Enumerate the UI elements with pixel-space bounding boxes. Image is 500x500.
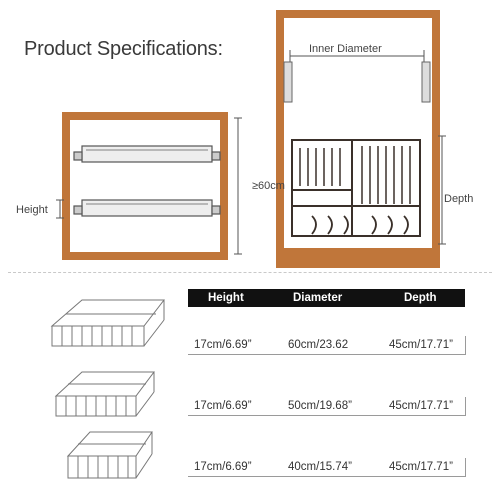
header-height: Height	[208, 292, 244, 304]
cabinet-side-diagram	[276, 10, 446, 268]
header-depth: Depth	[404, 292, 437, 304]
cabinet-front-diagram	[56, 10, 446, 268]
cell-height: 17cm/6.69”	[194, 400, 252, 412]
spec-table-header: Height Diameter Depth	[188, 289, 465, 307]
page-title: Product Specifications:	[24, 38, 223, 60]
spec-row: 17cm/6.69” 40cm/15.74” 45cm/17.71”	[188, 458, 466, 477]
cell-diameter: 50cm/19.68”	[288, 400, 352, 412]
drawer-lower	[73, 199, 221, 217]
min-height-label: ≥60cm	[252, 180, 285, 192]
cell-depth: 45cm/17.71”	[389, 400, 453, 412]
cell-height: 17cm/6.69”	[194, 461, 252, 473]
spec-row: 17cm/6.69” 50cm/19.68” 45cm/17.71”	[188, 397, 466, 416]
spec-row: 17cm/6.69” 60cm/23.62 45cm/17.71”	[188, 336, 466, 355]
depth-label: Depth	[444, 193, 474, 205]
cell-diameter: 60cm/23.62	[288, 339, 349, 351]
drawer-upper	[73, 145, 221, 163]
inner-diameter-label: Inner Diameter	[309, 43, 382, 55]
height-label: Height	[16, 204, 48, 216]
cell-depth: 45cm/17.71”	[389, 461, 453, 473]
cell-depth: 45cm/17.71”	[389, 339, 453, 351]
basket-medium-image	[54, 371, 155, 417]
basket-small-image	[66, 431, 153, 479]
cell-diameter: 40cm/15.74”	[288, 461, 352, 473]
cell-height: 17cm/6.69”	[194, 339, 252, 351]
basket-large-image	[50, 299, 166, 347]
header-diameter: Diameter	[293, 292, 343, 304]
section-divider	[8, 272, 492, 273]
